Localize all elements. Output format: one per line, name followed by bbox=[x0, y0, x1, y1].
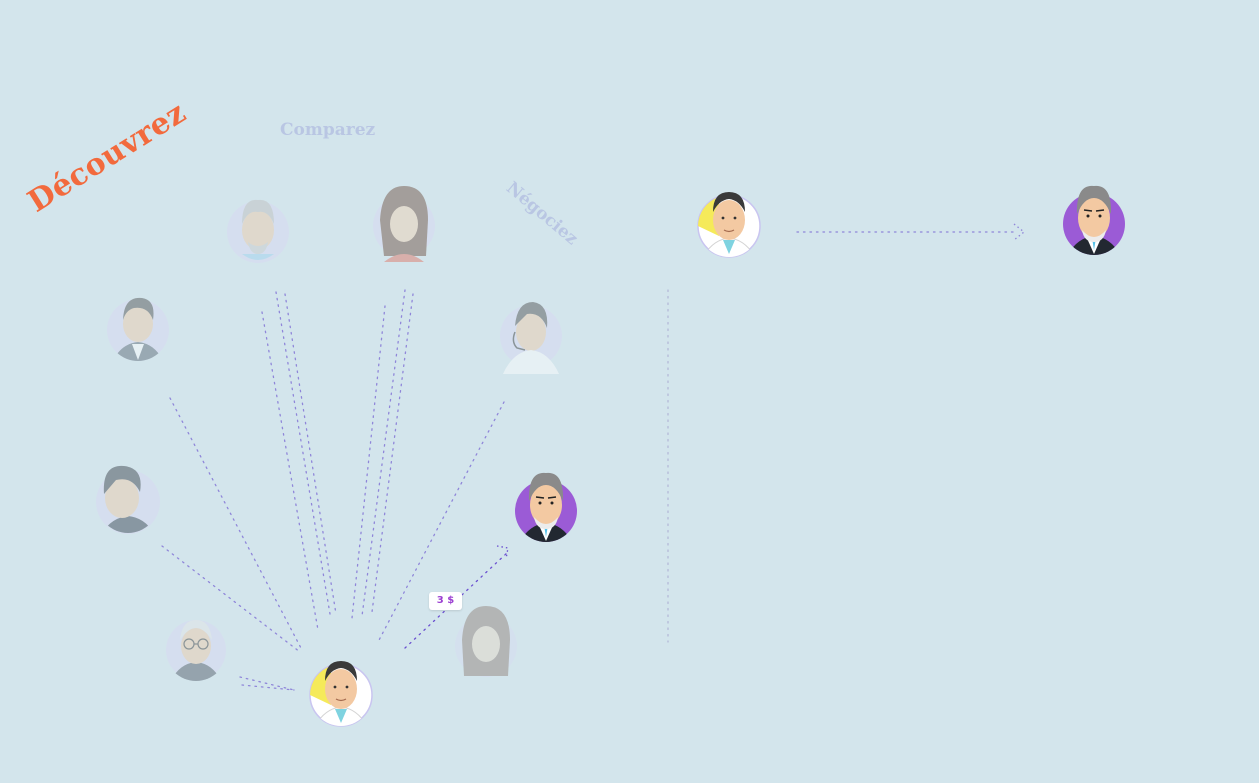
connector-line bbox=[241, 684, 295, 691]
patient-avatar-icon[interactable] bbox=[309, 661, 373, 735]
provider-avatar-icon[interactable] bbox=[227, 199, 289, 263]
provider-avatar-icon[interactable] bbox=[166, 620, 226, 688]
selected-provider-avatar-icon[interactable] bbox=[1062, 185, 1126, 268]
arrow-right-icon bbox=[1013, 223, 1026, 241]
connector-line bbox=[239, 676, 295, 691]
connector-line bbox=[275, 291, 331, 615]
provider-avatar-icon[interactable] bbox=[455, 606, 517, 677]
selected-provider-avatar-icon[interactable] bbox=[514, 472, 578, 555]
provider-avatar-icon[interactable] bbox=[373, 186, 435, 262]
connector-line bbox=[404, 551, 509, 649]
provider-avatar-icon[interactable] bbox=[96, 465, 160, 546]
connector-line bbox=[261, 311, 319, 631]
step-label-compare: Comparez bbox=[280, 120, 376, 140]
provider-avatar-icon[interactable] bbox=[107, 297, 169, 368]
connector-line bbox=[361, 289, 406, 617]
patient-avatar-icon[interactable] bbox=[697, 192, 761, 266]
connector-line bbox=[371, 293, 414, 613]
price-tag: 3 $ bbox=[429, 592, 462, 610]
connector-line bbox=[351, 305, 386, 619]
arrow-up-right-icon bbox=[496, 545, 509, 560]
connector-lines bbox=[161, 231, 1019, 691]
connector-line bbox=[377, 401, 505, 643]
connector-line bbox=[169, 397, 303, 651]
connector-line bbox=[161, 545, 301, 653]
provider-avatar-icon[interactable] bbox=[500, 302, 562, 374]
connector-line bbox=[284, 293, 337, 615]
